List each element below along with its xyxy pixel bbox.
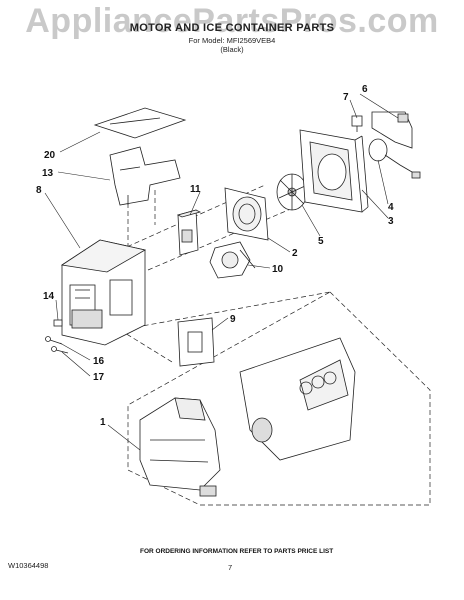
callout-7: 7: [343, 92, 349, 103]
callout-11: 11: [190, 184, 201, 195]
callout-16: 16: [93, 356, 105, 367]
document-number: W10364498: [8, 561, 49, 570]
part-17-screw: [51, 346, 69, 354]
part-1-ice-container: [139, 337, 356, 497]
part-6-motor-bracket: [371, 111, 413, 149]
part-11-switch: [176, 209, 202, 256]
callout-14: 14: [43, 291, 55, 302]
callout-6: 6: [362, 84, 368, 95]
part-9-cover-plate: [177, 317, 215, 367]
part-14-clip: [53, 319, 63, 327]
page-title: MOTOR AND ICE CONTAINER PARTS: [129, 22, 335, 34]
color-variant: (Black): [220, 45, 244, 54]
callout-17: 17: [93, 372, 105, 383]
callout-5: 5: [318, 236, 324, 247]
part-7-clip: [351, 115, 363, 132]
part-13-duct-bracket: [109, 146, 181, 206]
leader-lines: [44, 93, 399, 451]
callout-10: 10: [272, 264, 284, 275]
model-number: For Model: MFI2569VEB4: [188, 36, 276, 45]
page-number: 7: [228, 563, 233, 572]
part-16-screw: [45, 336, 63, 345]
part-4-fan-motor: [368, 138, 421, 179]
callout-4: 4: [388, 202, 394, 213]
part-3-fan-housing: [299, 129, 369, 213]
part-20-gasket: [93, 107, 187, 139]
ordering-note: FOR ORDERING INFORMATION REFER TO PARTS …: [140, 548, 334, 555]
part-8-control-housing: [60, 239, 147, 346]
callout-8: 8: [36, 185, 42, 196]
callout-13: 13: [42, 168, 54, 179]
watermark: AppliancePartsPros.com: [25, 2, 439, 40]
part-10-motor: [209, 241, 256, 279]
callout-1: 1: [100, 417, 106, 428]
callout-2: 2: [292, 248, 298, 259]
part-5-fan-blade: [276, 173, 308, 211]
callout-3: 3: [388, 216, 394, 227]
callout-9: 9: [230, 314, 236, 325]
part-2-fan-shroud: [224, 187, 269, 241]
callout-20: 20: [44, 150, 56, 161]
